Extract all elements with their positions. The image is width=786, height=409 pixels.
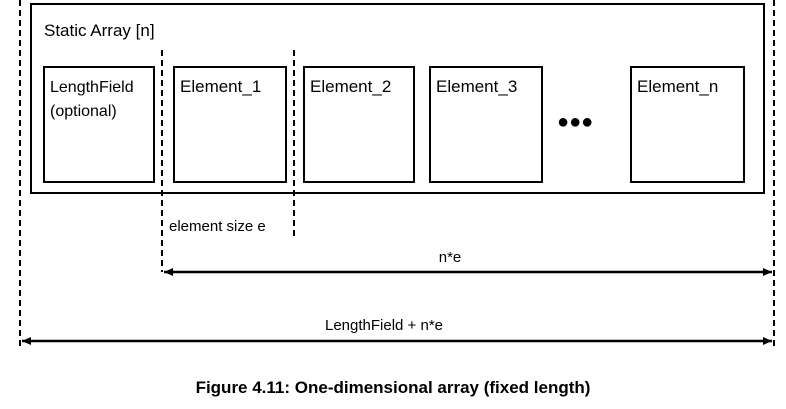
element-2-box	[303, 66, 415, 183]
element-size-label: element size e	[169, 218, 266, 235]
length-field-optional-label: (optional)	[50, 103, 117, 120]
figure-caption: Figure 4.11: One-dimensional array (fixe…	[195, 378, 591, 397]
static-array-label: Static Array [n]	[44, 21, 155, 40]
element-1-label: Element_1	[180, 77, 261, 96]
ellipsis-dots: ●●●	[557, 111, 593, 133]
length-field-label: LengthField	[50, 79, 134, 96]
total-span-label: LengthField + n*e	[325, 317, 443, 334]
element-n-label: Element_n	[637, 77, 718, 96]
element-3-box	[429, 66, 543, 183]
element-n-box	[630, 66, 745, 183]
element-2-label: Element_2	[310, 77, 391, 96]
array-span-label: n*e	[439, 249, 462, 266]
element-1-box	[173, 66, 287, 183]
length-field-box	[43, 66, 155, 183]
element-3-label: Element_3	[436, 77, 517, 96]
